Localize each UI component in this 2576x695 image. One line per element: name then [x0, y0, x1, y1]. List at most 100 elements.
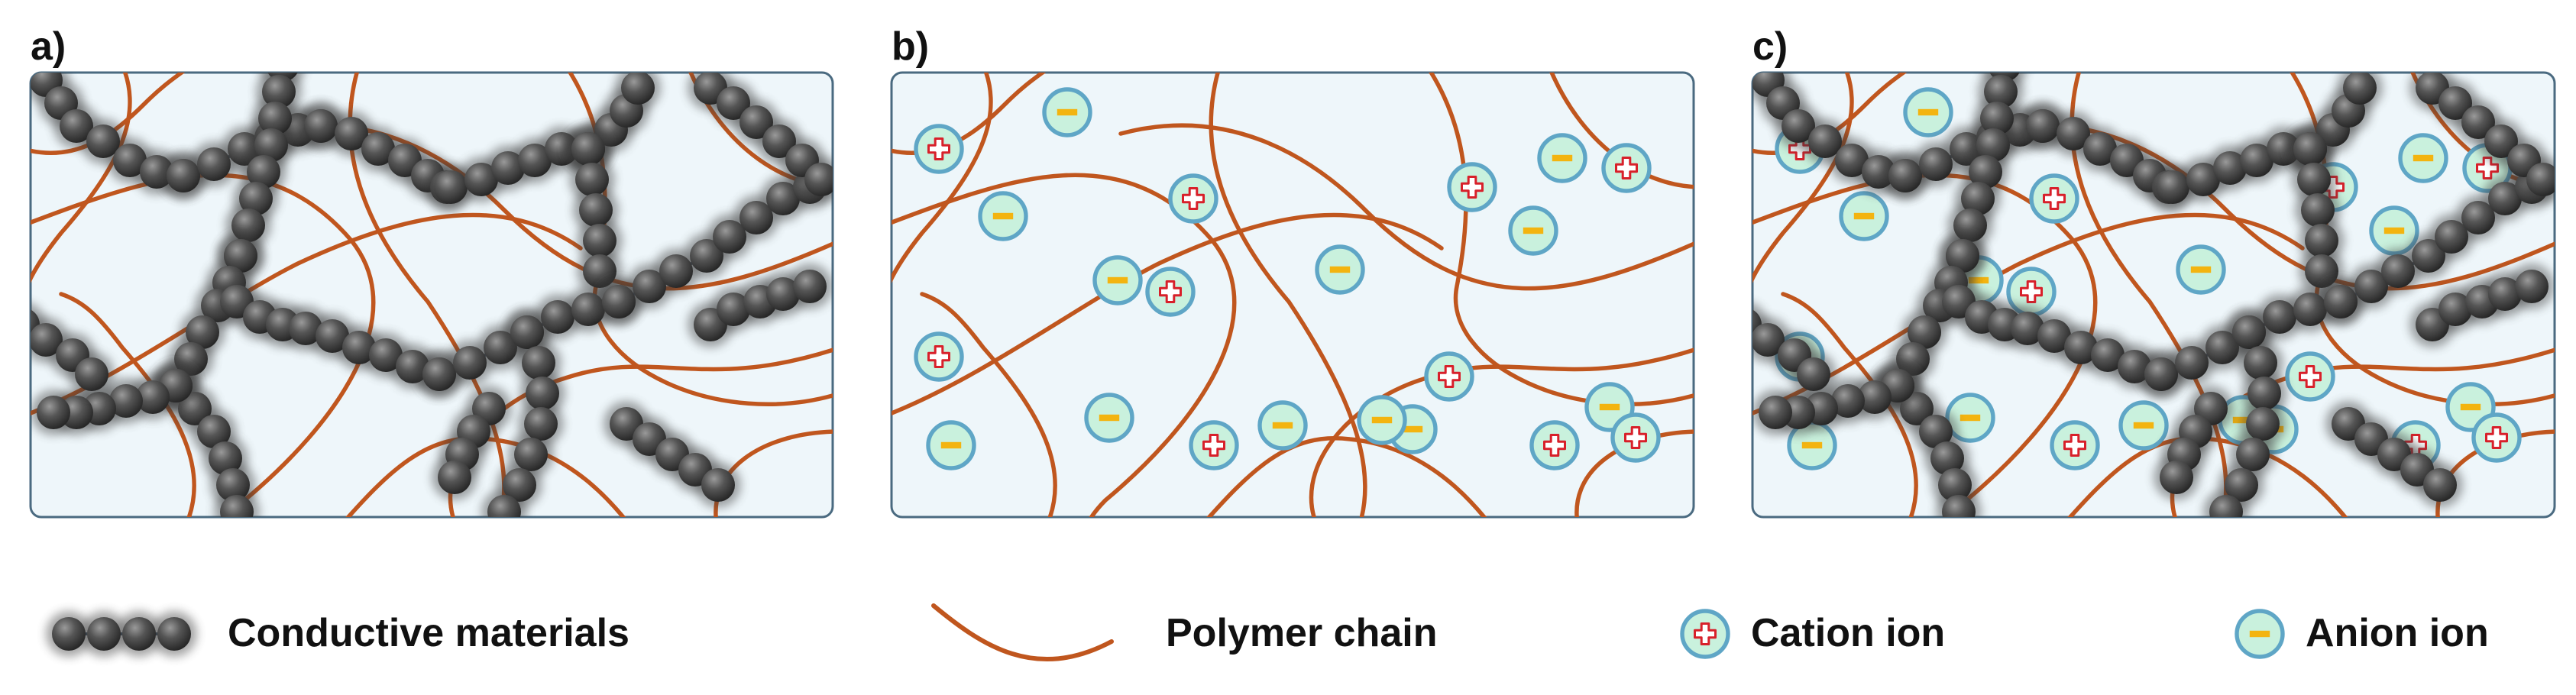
conductive-sphere: [1831, 384, 1865, 418]
conductive-sphere: [86, 124, 120, 158]
conductive-chain: [2203, 309, 2287, 517]
conductive-sphere: [1980, 102, 2014, 135]
minus-sign: [2413, 154, 2434, 162]
legend-cation-label: Cation ion: [1751, 611, 1945, 655]
conductive-sphere: [2011, 312, 2044, 345]
conductive-sphere: [136, 380, 170, 414]
conductive-sphere: [197, 415, 231, 448]
conductive-sphere: [518, 144, 552, 177]
anion-ion-icon: [2235, 609, 2285, 659]
conductive-sphere: [2156, 170, 2189, 204]
conductive-sphere: [1808, 124, 1842, 158]
conductive-sphere: [2091, 338, 2125, 372]
conductive-sphere: [739, 105, 773, 139]
conductive-sphere: [2515, 270, 2548, 303]
conductive-sphere: [2246, 407, 2280, 441]
conductive-sphere: [2248, 377, 2281, 410]
plus-sign: [1159, 280, 1182, 303]
anion-ion: [2118, 400, 2169, 451]
plus-sign: [1202, 434, 1225, 457]
conductive-sphere: [2160, 461, 2193, 494]
conductive-chain: [565, 126, 623, 294]
conductive-sphere: [514, 438, 548, 471]
minus-sign: [1960, 414, 1981, 422]
conductive-sphere: [2354, 270, 2388, 303]
conductive-sphere: [2244, 346, 2277, 380]
panel-a: a): [29, 24, 834, 519]
conductive-sphere: [2423, 468, 2457, 502]
conductive-sphere: [2293, 132, 2327, 166]
conductive-sphere: [766, 182, 800, 215]
cation-ion: [2050, 420, 2100, 470]
conductive-sphere: [1976, 128, 2010, 162]
minus-sign: [1853, 212, 1875, 220]
cation-ion: [2029, 173, 2079, 224]
minus-sign: [1968, 276, 1989, 284]
conductive-sphere: [31, 323, 63, 357]
conductive-chain: [31, 363, 199, 435]
conductive-sphere: [2484, 124, 2518, 158]
conductive-sphere: [2438, 86, 2472, 120]
conductive-chain: [2325, 401, 2463, 508]
anion-ion: [978, 191, 1028, 241]
conductive-sphere: [602, 285, 636, 318]
polymer-chain: [892, 173, 1237, 517]
polymer-chain: [2435, 429, 2555, 517]
conductive-sphere: [262, 75, 296, 108]
conductive-sphere: [1969, 155, 2002, 189]
conductive-sphere: [2461, 201, 2495, 234]
conductive-sphere: [2438, 293, 2472, 326]
anion-ion: [1508, 205, 1558, 256]
anion-ion: [1357, 395, 1407, 445]
minus-sign: [2460, 403, 2481, 411]
plus-sign: [2020, 280, 2043, 303]
polymer-chain: [1752, 73, 1854, 327]
panel-label-b: b): [892, 24, 929, 69]
anion-ion: [1042, 87, 1092, 137]
cation-ion: [2471, 412, 2522, 463]
conductive-sphere: [579, 193, 613, 227]
anion-ion: [1537, 133, 1587, 183]
cation-ion: [1680, 609, 1730, 659]
conductive-sphere: [2236, 438, 2270, 471]
conductive-sphere: [342, 331, 376, 364]
panel-c: c): [1751, 24, 2556, 519]
plus-sign: [1694, 622, 1717, 645]
conductive-sphere: [1908, 315, 1941, 349]
conductive-sphere: [316, 319, 349, 353]
conductive-chain: [688, 73, 833, 202]
cation-ion: [2006, 267, 2057, 317]
plus-sign: [1438, 365, 1461, 388]
cation-ion: [1424, 351, 1474, 402]
conductive-sphere: [739, 201, 773, 234]
plus-sign: [1615, 157, 1638, 179]
conductive-sphere: [701, 468, 735, 502]
conductive-sphere: [122, 617, 156, 651]
minus-sign: [1599, 403, 1620, 411]
conductive-sphere: [2305, 254, 2338, 288]
conductive-sphere: [258, 102, 292, 135]
cation-ion: [1447, 162, 1497, 212]
conductive-sphere: [434, 170, 468, 204]
polymer-chain: [31, 73, 193, 155]
conductive-sphere: [224, 239, 257, 273]
conductive-sphere: [487, 495, 521, 517]
conductive-sphere: [247, 155, 280, 189]
conductive-material-icon: [46, 611, 197, 657]
minus-sign: [1272, 422, 1293, 429]
plus-sign: [927, 345, 950, 368]
polymer-chain: [1195, 436, 1497, 517]
conductive-sphere: [109, 384, 143, 418]
conductive-sphere: [1835, 144, 1869, 177]
conductive-sphere: [1988, 73, 2021, 82]
conductive-sphere: [2301, 193, 2335, 227]
anion-ion: [1839, 191, 1889, 241]
conductive-chain: [31, 302, 115, 397]
conductive-sphere: [491, 151, 525, 185]
conductive-chain: [214, 279, 462, 397]
anion-ion: [1092, 255, 1143, 305]
conductive-sphere: [2144, 357, 2178, 391]
conductive-sphere: [717, 293, 750, 326]
panel-b-content: [892, 73, 1694, 517]
conductive-sphere: [216, 468, 250, 502]
